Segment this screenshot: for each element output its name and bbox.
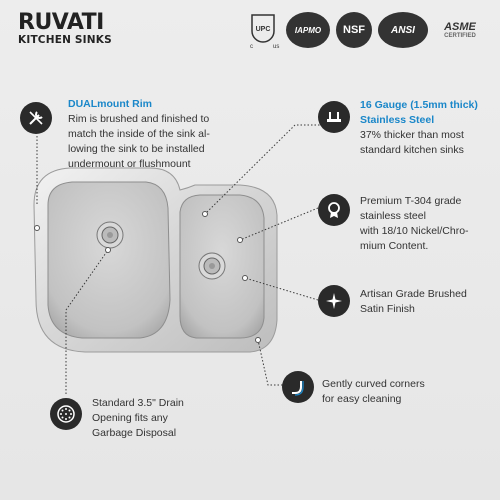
large-bowl xyxy=(47,181,171,339)
finish-text: Artisan Grade Brushed Satin Finish xyxy=(360,287,495,317)
small-drain xyxy=(198,252,226,280)
steel-line-3: with 18/10 Nickel/Chro- xyxy=(360,225,469,237)
large-drain xyxy=(96,221,124,249)
steel-line-1: Premium T-304 grade xyxy=(360,195,462,207)
asme-sub: CERTIFIED xyxy=(444,33,476,39)
ansi-label: ANSI xyxy=(391,24,415,36)
brand-name: RUVATI xyxy=(18,10,104,35)
gauge-icon xyxy=(318,101,350,133)
nsf-label: NSF xyxy=(343,24,365,36)
callout-finish xyxy=(244,277,319,301)
gauge-line-1: 37% thicker than most xyxy=(360,129,464,141)
svg-text:c: c xyxy=(250,44,253,49)
drain-line-1: Standard 3.5" Drain xyxy=(92,397,184,409)
sparkle-icon xyxy=(318,285,350,317)
upc-icon: UPC c us xyxy=(246,13,280,50)
steel-text: Premium T-304 grade stainless steel with… xyxy=(360,194,495,254)
finish-line-2: Satin Finish xyxy=(360,303,415,315)
dualmount-text: DUALmount Rim Rim is brushed and finishe… xyxy=(68,97,248,172)
drain-line-2: Opening fits any xyxy=(92,412,168,424)
dualmount-line-3: lowing the sink to be installed xyxy=(68,143,205,155)
steel-line-4: mium Content. xyxy=(360,240,429,252)
curve-icon xyxy=(282,371,314,403)
badge-icon xyxy=(318,194,350,226)
drain-icon xyxy=(50,398,82,430)
dualmount-line-4: undermount or flushmount xyxy=(68,158,191,170)
brand-subtitle: KITCHEN SINKS xyxy=(18,34,112,46)
iapmo-icon: IAPMO xyxy=(286,12,330,48)
certification-badges: UPC c us IAPMO NSF ANSI ASME CERTIFIED xyxy=(246,10,486,50)
gauge-heading-1: 16 Gauge (1.5mm thick) xyxy=(360,99,478,111)
tools-icon xyxy=(20,102,52,134)
upc-label: UPC xyxy=(256,26,271,33)
dualmount-line-2: match the inside of the sink al- xyxy=(68,128,210,140)
corners-text: Gently curved corners for easy cleaning xyxy=(322,377,472,407)
callout-drain xyxy=(65,249,109,394)
iapmo-label: IAPMO xyxy=(294,25,322,35)
callout-gauge xyxy=(204,124,330,215)
asme-icon: ASME CERTIFIED xyxy=(434,10,486,50)
asme-label: ASME xyxy=(444,21,476,33)
svg-text:us: us xyxy=(273,44,279,49)
drain-line-3: Garbage Disposal xyxy=(92,427,177,439)
gauge-heading-2: Stainless Steel xyxy=(360,114,435,126)
gauge-line-2: standard kitchen sinks xyxy=(360,144,464,156)
steel-line-2: stainless steel xyxy=(360,210,426,222)
brand-logo: RUVATI KITCHEN SINKS xyxy=(18,10,112,47)
callout-steel xyxy=(239,207,319,241)
drain-text: Standard 3.5" Drain Opening fits any Gar… xyxy=(92,396,232,441)
ansi-icon: ANSI xyxy=(378,12,428,48)
dualmount-line-1: Rim is brushed and finished to xyxy=(68,113,210,125)
corners-line-1: Gently curved corners xyxy=(322,378,425,390)
corners-line-2: for easy cleaning xyxy=(322,393,402,405)
nsf-icon: NSF xyxy=(336,12,372,48)
dualmount-heading: DUALmount Rim xyxy=(68,98,152,110)
gauge-text: 16 Gauge (1.5mm thick) Stainless Steel 3… xyxy=(360,98,495,158)
finish-line-1: Artisan Grade Brushed xyxy=(360,288,467,300)
